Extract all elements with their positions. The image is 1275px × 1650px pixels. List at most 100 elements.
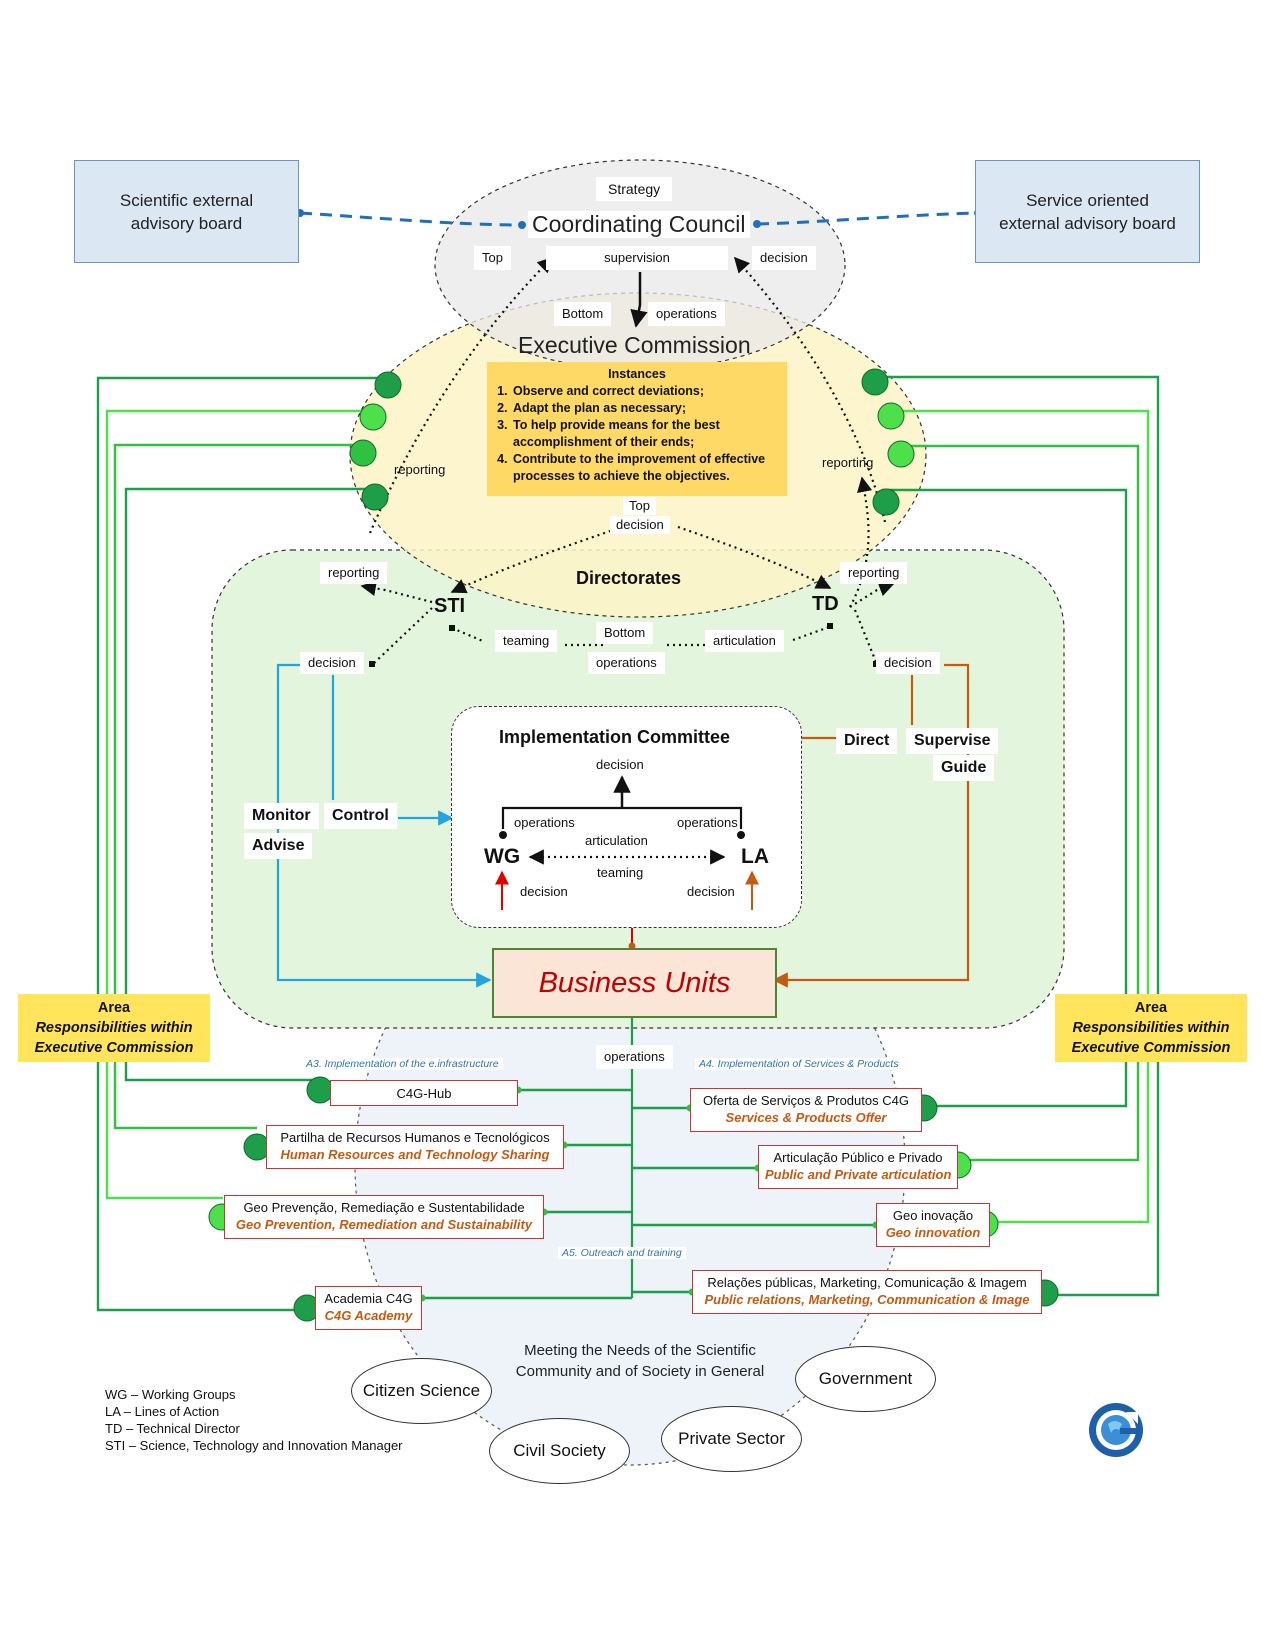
unit-services-offer-en: Services & Products Offer [725, 1110, 887, 1125]
implementation-committee: Implementation Committee decision operat… [451, 706, 802, 928]
unit-geo-prevention: Geo Prevenção, Remediação e Sustentabili… [224, 1195, 544, 1239]
advise-label: Advise [244, 833, 313, 859]
council-top-label: Top [474, 246, 511, 270]
area-link-left [124, 487, 370, 1082]
impl-articulation: articulation [585, 833, 648, 848]
unit-services-offer: Oferta de Serviços & Produtos C4G Servic… [690, 1088, 922, 1132]
impl-decision-right: decision [687, 884, 735, 899]
area-right-line1: Area [1134, 1000, 1168, 1016]
area-right-line3: Executive Commission [1071, 1040, 1231, 1056]
section-a3: A3. Implementation of the e.infrastructu… [302, 1058, 503, 1070]
unit-public-relations: Relações públicas, Marketing, Comunicaçã… [692, 1270, 1042, 1314]
service-advisory-board-label: Service oriented external advisory board [999, 190, 1176, 233]
unit-academia: Academia C4G C4G Academy [315, 1286, 422, 1330]
civil-society-label: Civil Society [513, 1441, 606, 1460]
legend-item: TD – Technical Director [105, 1421, 240, 1436]
td-decision-label: decision [876, 652, 940, 674]
oval-private-sector: Private Sector [661, 1406, 802, 1472]
oval-government: Government [795, 1346, 936, 1412]
area-connector-dot [359, 403, 387, 431]
unit-geo-prevention-pt: Geo Prevenção, Remediação e Sustentabili… [243, 1200, 525, 1215]
instances-box: Instances Observe and correct deviations… [487, 362, 787, 496]
executive-reporting-right: reporting [822, 455, 874, 470]
directorates-operations-label: operations [588, 652, 665, 674]
directorates-reporting-right: reporting [840, 562, 908, 584]
directorates-articulation-label: articulation [705, 630, 784, 652]
government-label: Government [818, 1369, 913, 1388]
area-connector-dot [872, 488, 900, 516]
unit-geo-innovation-en: Geo innovation [885, 1225, 981, 1240]
unit-geo-prevention-en: Geo Prevention, Remediation and Sustaina… [235, 1217, 533, 1232]
legend-item: LA – Lines of Action [105, 1404, 220, 1419]
area-connector-dot [361, 483, 389, 511]
unit-academia-en: C4G Academy [324, 1308, 413, 1323]
area-left-line2: Responsibilities within [35, 1020, 193, 1036]
business-units-box: Business Units [492, 948, 777, 1018]
unit-hr-tech-sharing: Partilha de Recursos Humanos e Tecnológi… [266, 1125, 564, 1169]
scientific-advisory-board-label: Scientific external advisory board [119, 190, 254, 233]
instance-item: To help provide means for the best accom… [511, 417, 779, 451]
instance-item: Observe and correct deviations; [511, 383, 779, 400]
oval-civil-society: Civil Society [489, 1418, 630, 1484]
council-decision-label: decision [752, 246, 816, 270]
unit-hr-tech-sharing-en: Human Resources and Technology Sharing [280, 1147, 550, 1162]
unit-c4g-hub-pt: C4G-Hub [396, 1086, 452, 1101]
c4g-logo-icon [1089, 1403, 1143, 1457]
impl-decision-left: decision [520, 884, 568, 899]
direct-label: Direct [836, 728, 898, 754]
service-advisory-board: Service oriented external advisory board [975, 160, 1200, 263]
executive-top-label: Top [623, 497, 656, 515]
business-units-title: Business Units [538, 966, 731, 999]
coordinating-council-title: Coordinating Council [528, 211, 750, 238]
scientific-advisory-board: Scientific external advisory board [74, 160, 299, 263]
unit-hr-tech-sharing-pt: Partilha de Recursos Humanos e Tecnológi… [280, 1130, 550, 1145]
area-link-left [105, 409, 370, 1200]
unit-public-private-en: Public and Private articulation [765, 1167, 952, 1182]
strategy-label: Strategy [596, 177, 673, 201]
unit-public-private-pt: Articulação Público e Privado [773, 1150, 943, 1165]
private-sector-label: Private Sector [678, 1429, 785, 1448]
unit-geo-innovation-pt: Geo inovação [892, 1208, 974, 1223]
section-a4: A4. Implementation of Services & Product… [695, 1058, 903, 1070]
area-connector-dot [349, 439, 377, 467]
area-link-right [893, 444, 1140, 1162]
council-bottom-label: Bottom [554, 302, 612, 326]
control-label: Control [324, 803, 397, 829]
monitor-label: Monitor [244, 803, 319, 829]
area-link-left [113, 443, 360, 1130]
area-right-line2: Responsibilities within [1072, 1020, 1230, 1036]
instance-item: Adapt the plan as necessary; [511, 400, 779, 417]
unit-public-private: Articulação Público e Privado Public and… [758, 1145, 958, 1189]
area-link-right [885, 409, 1150, 1224]
area-left-line3: Executive Commission [34, 1040, 194, 1056]
council-supervision-label: supervision [546, 246, 728, 270]
area-connector-dot [861, 368, 889, 396]
area-connector-dot [877, 402, 905, 430]
instances-title: Instances [608, 367, 666, 381]
unit-public-relations-en: Public relations, Marketing, Communicati… [704, 1292, 1030, 1307]
sti-label: STI [434, 595, 466, 617]
executive-commission-title: Executive Commission [518, 332, 751, 358]
unit-geo-innovation: Geo inovação Geo innovation [876, 1203, 990, 1247]
area-box-right: Area Responsibilities within Executive C… [1055, 994, 1247, 1062]
unit-services-offer-pt: Oferta de Serviços & Produtos C4G [703, 1093, 909, 1108]
legend: WG – Working Groups LA – Lines of Action… [105, 1386, 403, 1454]
unit-academia-pt: Academia C4G [324, 1291, 413, 1306]
impl-teaming: teaming [597, 865, 644, 880]
impl-decision-top: decision [596, 757, 644, 772]
directorates-title: Directorates [576, 568, 682, 588]
impl-operations-right: operations [677, 815, 738, 830]
area-connector-dot [374, 371, 402, 399]
supervise-label: Supervise [906, 728, 999, 754]
impl-operations-left: operations [514, 815, 575, 830]
area-connector-dot [887, 440, 915, 468]
council-operations-label: operations [648, 302, 725, 326]
area-link-right [882, 488, 1128, 1108]
area-link-right [872, 375, 1160, 1297]
wg-label: WG [484, 845, 521, 868]
td-label: TD [812, 593, 839, 615]
section-a5: A5. Outreach and training [558, 1247, 686, 1259]
oval-citizen-science: Citizen Science [351, 1358, 492, 1424]
society-needs-text: Meeting the Needs of the Scientific Comm… [515, 1342, 765, 1380]
sti-decision-label: decision [300, 652, 364, 674]
